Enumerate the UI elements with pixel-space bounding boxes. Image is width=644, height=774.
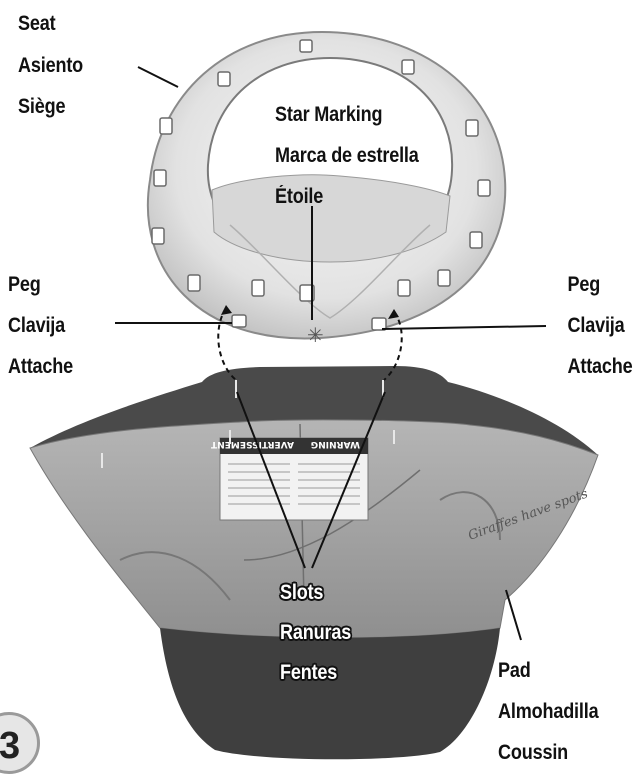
pad-label-fr: Coussin — [498, 742, 568, 763]
slots-label-en: Slots — [280, 582, 323, 603]
seat-ring: ✳ — [148, 32, 505, 347]
seat-label-es: Asiento — [18, 55, 83, 76]
svg-text:✳: ✳ — [307, 323, 324, 347]
star-marking-label-es: Marca de estrella — [275, 145, 419, 166]
pad-label-en: Pad — [498, 660, 531, 681]
peg-left-label-en: Peg — [8, 274, 41, 295]
peg-right-label-es: Clavija — [567, 315, 638, 336]
peg-left-label-es: Clavija — [8, 315, 65, 336]
slots-label-es: Ranuras — [280, 622, 351, 643]
warning-label-right: AVERTISSEMENT — [210, 439, 294, 449]
step-number: 3 — [0, 725, 20, 768]
seat-label-fr: Siège — [18, 96, 65, 117]
seat-label-en: Seat — [18, 13, 55, 34]
star-marking-label-fr: Étoile — [275, 186, 323, 207]
peg-left-label-fr: Attache — [8, 356, 73, 377]
star-marking-label-en: Star Marking — [275, 104, 382, 125]
peg-right-label-en: Peg — [567, 274, 638, 295]
pad-label-es: Almohadilla — [498, 701, 598, 722]
peg-right-label-fr: Attache — [567, 356, 638, 377]
slots-label-fr: Fentes — [280, 662, 337, 683]
warning-label-left: WARNING — [311, 439, 360, 449]
